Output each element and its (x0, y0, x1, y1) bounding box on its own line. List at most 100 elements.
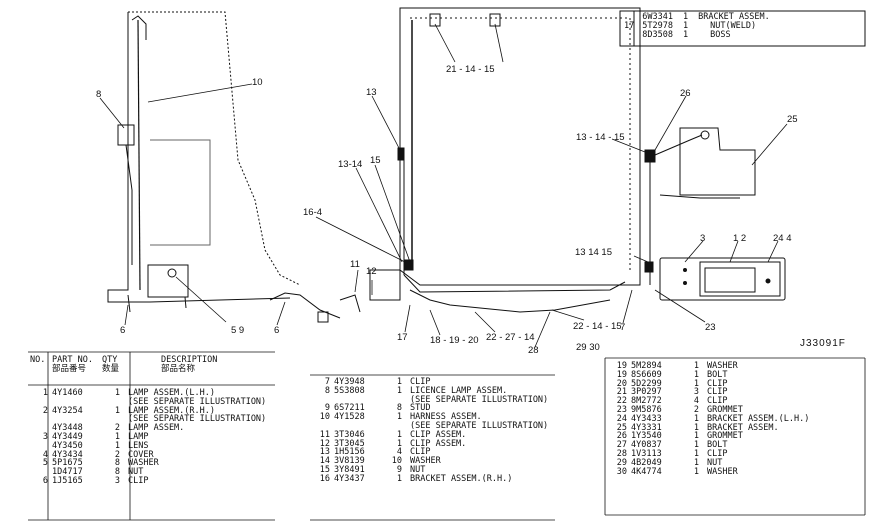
cell-qty: 2 (693, 404, 699, 415)
cell-qty: 1 (114, 431, 120, 442)
cell-no: 20 (616, 378, 627, 389)
cell-desc: CLIP (707, 387, 728, 398)
cell-qty: 3 (114, 475, 120, 486)
cell-desc: LENS (128, 440, 149, 451)
cell-no (28, 415, 50, 424)
cell-part: 1D4717 (52, 467, 83, 478)
cell-part: 4Y3254 (52, 405, 83, 416)
cell-no: 16 (319, 473, 330, 484)
cell-part: 5P1675 (52, 458, 83, 469)
cell-part: 4Y3331 (631, 422, 662, 433)
cell-part: 8M2772 (631, 396, 662, 407)
callout-3: 3 (700, 233, 706, 244)
cell-qty: 1 (693, 422, 699, 433)
cell-desc: CLIP (410, 377, 431, 387)
cell-no: 21 (616, 387, 627, 398)
cell-qty: 1 (693, 361, 699, 371)
table-row: (SEE SEPARATE ILLUSTRATION) (310, 395, 550, 405)
cell-qty: 1 (396, 438, 402, 449)
cell-no: 7 (324, 377, 330, 387)
callout-21-14-15: 21 - 14 - 15 (446, 64, 495, 75)
left-fender (107, 11, 361, 323)
cell-no: 5 (42, 458, 48, 469)
cell-desc: CLIP ASSEM. (410, 438, 467, 449)
cell-qty: 1 (693, 466, 699, 477)
header-part: PART NO. (52, 355, 93, 365)
cell-qty: 1 (396, 429, 402, 440)
callout-18-19-20: 18 - 19 - 20 (430, 335, 479, 346)
cell-no: 9 (324, 403, 330, 414)
cell-qty: 1 (693, 378, 699, 389)
callout-6: 6 (274, 325, 280, 336)
cell-desc: WASHER (128, 458, 159, 469)
cell-desc: BRACKET ASSEM.(L.H.) (707, 413, 810, 424)
cell-desc: CLIP (707, 396, 728, 407)
cell-desc: (SEE SEPARATE ILLUSTRATION) (128, 414, 267, 425)
cell-qty: 3 (693, 387, 699, 398)
table-row: (SEE SEPARATE ILLUSTRATION) (310, 422, 550, 431)
cell-qty: 8 (396, 403, 402, 414)
cell-qty: 1 (114, 388, 120, 398)
cell-part: 1H5156 (334, 447, 365, 458)
cell-desc: COVER (128, 449, 154, 460)
callout-6: 6 (120, 325, 126, 336)
cell-part: 4Y3448 (52, 423, 83, 434)
cell-desc: NUT (707, 457, 723, 468)
cell-qty: 1 (693, 457, 699, 468)
callout-13: 13 (366, 87, 377, 98)
cell-desc: LICENCE LAMP ASSEM. (410, 385, 508, 396)
cell-desc: BRACKET ASSEM. (707, 422, 779, 433)
callout-8: 8 (96, 89, 102, 100)
inset-desc: NUT(WELD) (710, 20, 757, 31)
rear-lamp-assembly (659, 257, 786, 301)
header-part-jp: 部品番号 (52, 363, 87, 374)
cell-part: 4Y3948 (334, 377, 365, 387)
callout-28: 28 (528, 345, 539, 356)
cell-qty: 1 (396, 385, 402, 396)
cell-part: 4K4774 (631, 466, 662, 477)
cell-qty: 8 (114, 467, 120, 478)
callout-13-14: 13-14 (338, 159, 363, 170)
cell-no: 6 (42, 475, 48, 486)
cell-part: 3V8139 (334, 456, 365, 467)
cell-no: 29 (616, 457, 627, 468)
callout-13-14-15: 13 - 14 - 15 (576, 132, 625, 143)
cell-part: 5D2299 (631, 378, 662, 389)
cell-no: 10 (319, 412, 330, 423)
inset-part: 8D3508 (642, 29, 673, 40)
cell-part: 8S6609 (631, 369, 662, 380)
cell-part: 9M5876 (631, 404, 662, 415)
callout-5-9: 5 9 (231, 325, 245, 336)
inset-desc: BRACKET ASSEM. (698, 12, 770, 22)
cell-desc: LAMP ASSEM.(R.H.) (128, 405, 215, 416)
table1-header: NO. PART NO. QTY DESCRIPTION 部品番号 数量 部品名… (28, 356, 219, 374)
cell-no: 19 (616, 361, 627, 371)
cell-no: 13 (319, 447, 330, 458)
header-qty: QTY (102, 355, 118, 365)
cell-desc: (SEE SEPARATE ILLUSTRATION) (410, 420, 549, 431)
callout-11: 11 (350, 259, 360, 270)
callout-29-30: 29 30 (576, 342, 600, 353)
cell-no: 26 (616, 431, 627, 442)
cell-qty: 8 (114, 458, 120, 469)
cell-no: 28 (616, 448, 627, 459)
cell-part: 4Y3437 (334, 473, 365, 484)
cell-no: 3 (42, 431, 48, 442)
cell-part: 1J5165 (52, 475, 83, 486)
cell-desc: BOLT (707, 440, 728, 451)
cell-desc: CLIP (707, 448, 728, 459)
cell-desc: GROMMET (707, 404, 743, 415)
